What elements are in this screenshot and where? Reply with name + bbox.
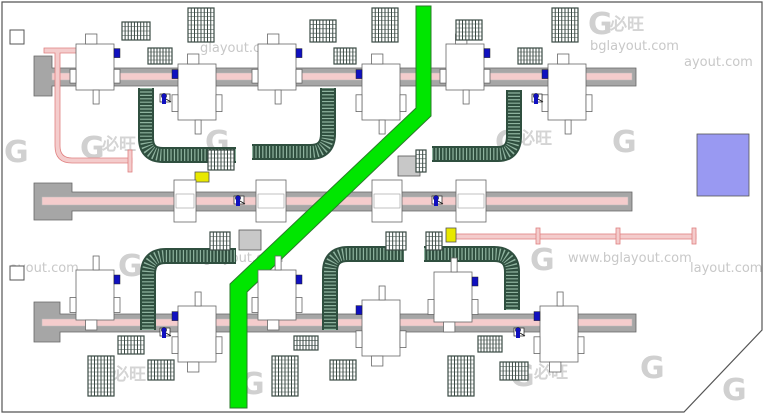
watermark-url: ayout.com	[10, 261, 79, 276]
watermark-brand: 必旺	[517, 128, 552, 149]
green-aisle	[229, 5, 432, 409]
blue-accent	[171, 69, 179, 79]
spindle	[462, 89, 470, 105]
pallet-rack	[87, 355, 115, 397]
robot-icon	[159, 93, 172, 104]
transfer-block	[194, 171, 210, 183]
blue-accent	[471, 276, 479, 287]
machine-unit	[173, 179, 197, 223]
pipe-left	[43, 47, 133, 173]
blue-accent	[483, 48, 491, 58]
machine-unit	[439, 33, 491, 105]
zone-box	[696, 133, 750, 197]
machine-unit	[541, 53, 593, 135]
blue-accent	[355, 305, 363, 315]
pallet-rack	[293, 335, 319, 351]
machine-unit	[371, 179, 403, 223]
pallet-rack	[147, 359, 175, 381]
watermark-logo: G	[118, 249, 143, 284]
blue-accent	[533, 311, 541, 321]
watermark-logo: G	[722, 373, 747, 408]
pallet-rack	[517, 47, 543, 65]
spindle	[378, 285, 386, 301]
column-marker	[9, 265, 25, 281]
machine-unit	[355, 285, 407, 367]
spindle	[274, 89, 282, 105]
robot-icon	[431, 195, 444, 206]
spindle	[92, 255, 100, 271]
robot-icon	[233, 195, 246, 206]
machine-unit	[533, 291, 585, 373]
spindle	[194, 119, 202, 135]
pallet-rack	[385, 231, 407, 251]
pallet-rack	[477, 335, 503, 353]
spindle	[194, 291, 202, 307]
pallet-rack	[187, 7, 215, 43]
pallet-rack	[117, 335, 145, 355]
watermark-logo: G	[4, 135, 29, 170]
blue-accent	[113, 48, 121, 58]
pallet-rack	[121, 21, 151, 41]
spindle	[378, 119, 386, 135]
machine-unit	[427, 257, 479, 333]
watermark-url: www.bglayout.com	[568, 251, 692, 266]
machine-unit	[255, 179, 287, 223]
watermark-logo: G	[588, 7, 613, 42]
pallet-rack	[329, 359, 357, 381]
pallet-rack	[209, 231, 231, 251]
blue-accent	[355, 69, 363, 79]
pallet-rack	[447, 355, 475, 397]
machine-unit	[355, 53, 407, 135]
machine-unit	[171, 291, 223, 373]
machine-unit	[251, 33, 303, 105]
watermark-logo: G	[530, 243, 555, 278]
spindle	[274, 255, 282, 271]
pallet-rack	[371, 7, 399, 43]
pallet-rack	[147, 47, 173, 65]
machine-unit	[69, 255, 121, 331]
machine-unit	[455, 179, 487, 223]
pallet-rack	[333, 47, 357, 65]
watermark-url: layout.com	[690, 261, 762, 276]
pallet-rack	[309, 19, 337, 43]
transfer-block	[445, 227, 457, 243]
machine-unit	[171, 53, 223, 135]
blue-accent	[113, 274, 121, 285]
pallet-rack	[271, 355, 299, 397]
watermark-brand: 必旺	[101, 134, 136, 155]
pallet-rack	[425, 231, 443, 251]
robot-layer	[159, 93, 544, 338]
watermark-brand: 必旺	[609, 14, 644, 35]
robot-icon	[531, 93, 544, 104]
pallet-rack	[499, 361, 529, 381]
watermark-url: bglayout.com	[590, 39, 679, 54]
pallet-layer	[87, 7, 579, 397]
pallet-rack	[455, 19, 483, 41]
watermark-brand: 必旺	[111, 364, 146, 385]
blue-accent	[541, 69, 549, 79]
watermark-url: ayout.com	[684, 55, 753, 70]
blue-accent	[295, 48, 303, 58]
pallet-rack	[207, 149, 235, 171]
machine-unit	[69, 33, 121, 105]
spindle	[556, 291, 564, 307]
machine-unit	[251, 255, 303, 331]
spindle	[92, 89, 100, 105]
blue-accent	[171, 311, 179, 321]
watermark-logo: G	[640, 351, 665, 386]
spindle	[450, 257, 458, 273]
pipe-right	[455, 227, 697, 245]
column-marker	[9, 29, 25, 45]
gray-box	[238, 229, 262, 251]
pallet-rack	[415, 149, 427, 173]
robot-icon	[159, 327, 172, 338]
blue-accent	[295, 274, 303, 285]
pallet-rack	[551, 7, 579, 43]
robot-icon	[513, 327, 526, 338]
conveyor-group	[138, 88, 522, 330]
watermark-logo: G	[612, 125, 637, 160]
spindle	[564, 119, 572, 135]
